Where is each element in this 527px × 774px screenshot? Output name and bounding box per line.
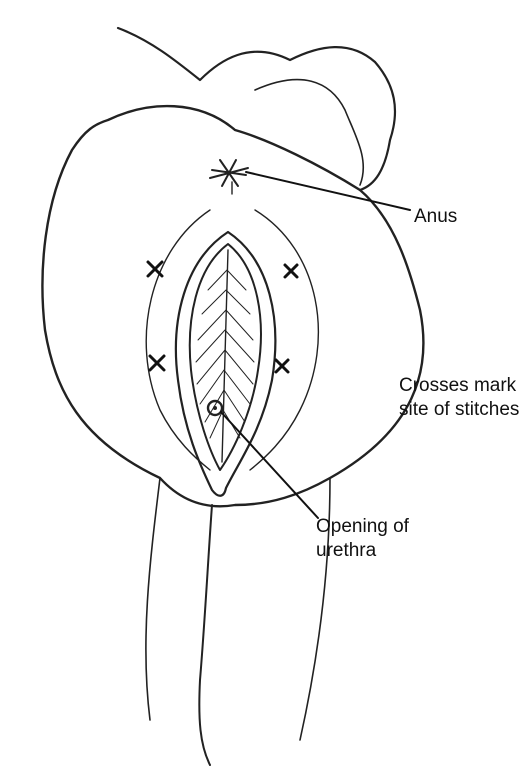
stitch-cross-right-upper (285, 265, 297, 277)
anus-pointer-line (246, 172, 410, 210)
stitch-cross-right-lower (276, 360, 288, 372)
label-anus-text: Anus (414, 206, 457, 227)
stitch-cross-left-lower (150, 356, 164, 370)
anus-mark (210, 160, 248, 186)
stitch-cross-left-upper (148, 262, 162, 276)
label-crosses: Crosses mark site of stitches (399, 374, 519, 422)
upper-fold (255, 80, 363, 185)
inner-left-fold (146, 210, 210, 470)
label-urethra-line2: urethra (316, 539, 409, 563)
label-crosses-line1: Crosses mark (399, 374, 519, 398)
left-outer-contour (146, 478, 160, 720)
label-urethra-line1: Opening of (316, 515, 409, 539)
left-leg-contour (199, 505, 212, 765)
central-line (222, 250, 228, 462)
label-urethra: Opening of urethra (316, 515, 409, 563)
label-anus: Anus (414, 205, 457, 229)
right-upper-contour (118, 28, 395, 190)
label-crosses-line2: site of stitches (399, 398, 519, 422)
urethra-center (213, 406, 217, 410)
